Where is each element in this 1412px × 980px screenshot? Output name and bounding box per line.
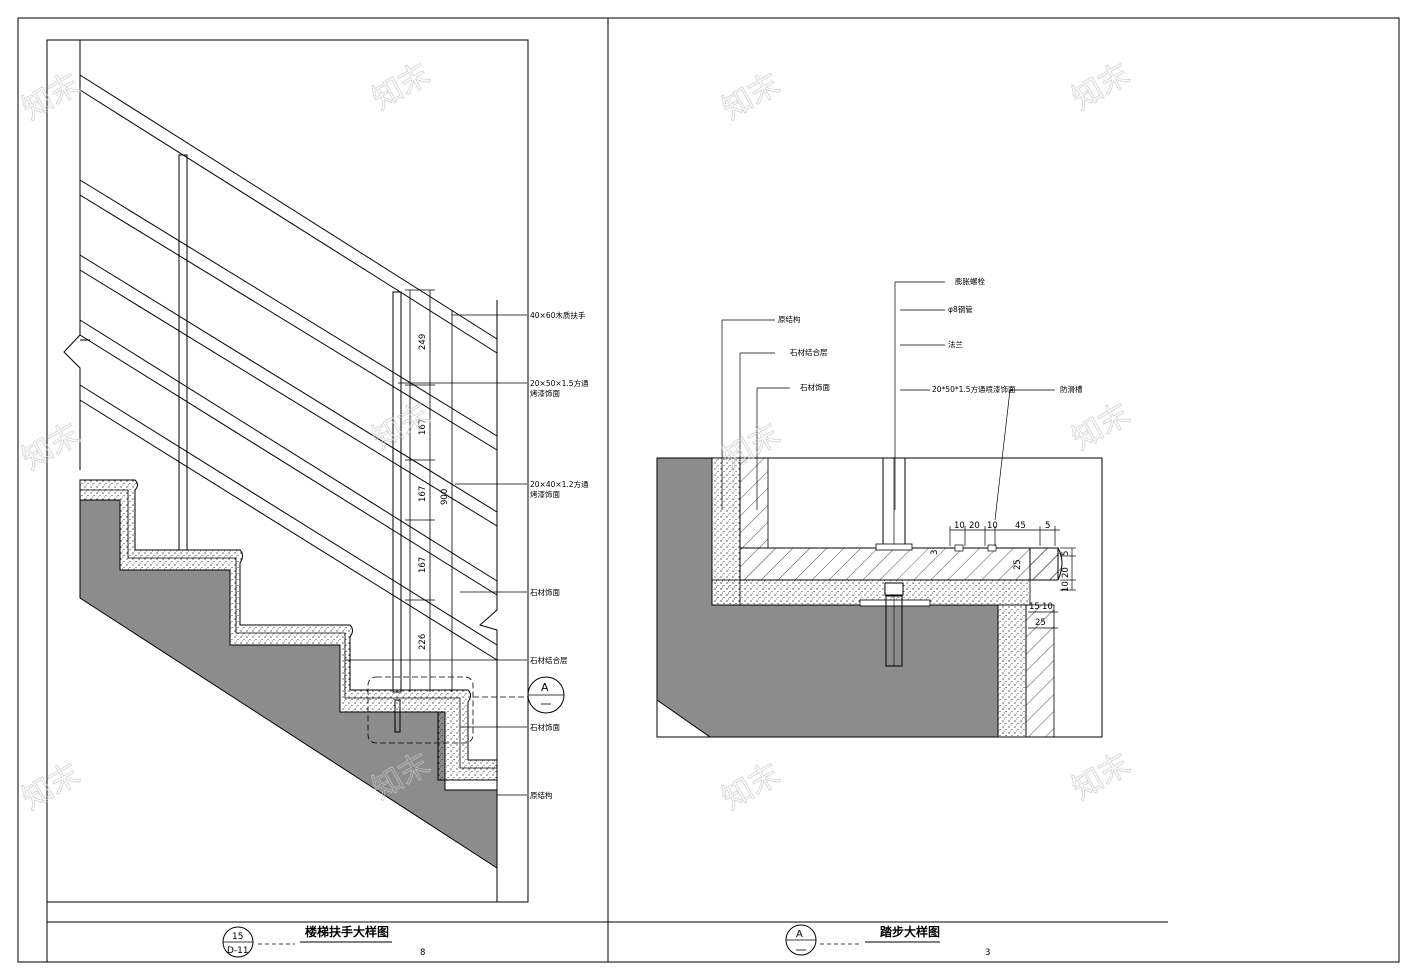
dim-top-10b: 10 — [987, 521, 998, 531]
outer-frame — [17, 17, 1400, 963]
scale-left: 8 — [420, 948, 425, 958]
watermark: 知末 — [1067, 57, 1136, 117]
dim-167c: 167 — [418, 557, 428, 573]
title-left: 楼梯扶手大样图 — [305, 924, 389, 939]
title-letter-right: A — [796, 929, 803, 940]
label-post-finish: 烤漆饰面 — [530, 388, 560, 398]
label-structure: 原结构 — [530, 790, 553, 800]
dim-top-10a: 10 — [954, 521, 965, 531]
stair-handrail-detail: A 249 167 167 167 226 900 — [46, 39, 589, 958]
dim-side-25: 25 — [1035, 618, 1046, 628]
dim-side-20: 20 — [1061, 567, 1071, 578]
dim-top-20: 20 — [969, 521, 980, 531]
tread-detail: 10 20 10 45 5 3 25 5 20 10 15 10 25 — [656, 276, 1103, 958]
dim-900: 900 — [440, 489, 450, 505]
callout-letter: A — [541, 681, 549, 694]
watermark: 知末 — [1067, 397, 1136, 457]
dim-side-10b: 10 — [1042, 602, 1053, 612]
label-pipe: φ8钢管 — [948, 304, 973, 314]
dim-167b: 167 — [418, 486, 428, 502]
label-antislip: 防滑槽 — [1060, 384, 1083, 394]
label-handrail: 40×60木质扶手 — [530, 310, 586, 320]
label-post: 20×50×1.5方通 — [530, 378, 589, 388]
label-stone-face: 石材饰面 — [530, 587, 560, 597]
label-flange: 法兰 — [948, 339, 963, 349]
watermark: 知末 — [1067, 747, 1136, 807]
dim-249: 249 — [418, 334, 428, 350]
watermark: 知末 — [17, 757, 86, 817]
dim-226: 226 — [418, 634, 428, 650]
label-original: 原结构 — [778, 314, 801, 324]
label-rail: 20×40×1.2方通 — [530, 479, 589, 489]
label-stone-face-r: 石材饰面 — [800, 382, 830, 392]
title-sheet: D-11 — [227, 946, 249, 956]
dim-side-5: 5 — [1061, 551, 1071, 556]
dim-side-10: 10 — [1061, 581, 1071, 592]
watermark: 知末 — [717, 67, 786, 127]
dim-167a: 167 — [418, 419, 428, 435]
dim-3: 3 — [930, 550, 940, 555]
scale-right: 3 — [985, 948, 990, 958]
dim-side-15: 15 — [1029, 602, 1040, 612]
dim-top-45: 45 — [1015, 521, 1026, 531]
dim-25-inner: 25 — [1013, 559, 1023, 570]
label-stone-base-r: 石材结合层 — [790, 347, 828, 357]
title-number: 15 — [232, 932, 243, 942]
watermark: 知末 — [367, 57, 436, 117]
label-stone-face2: 石材饰面 — [530, 722, 560, 732]
label-post-r: 20*50*1.5方通喷漆饰面 — [932, 384, 1016, 394]
label-stone-base: 石材结合层 — [530, 655, 568, 665]
title-right: 踏步大样图 — [880, 924, 940, 939]
dim-top-5: 5 — [1045, 521, 1050, 531]
watermark: 知末 — [17, 417, 86, 477]
watermark: 知末 — [17, 67, 86, 127]
label-bolt: 膨胀螺栓 — [955, 276, 985, 286]
watermark: 知末 — [717, 757, 786, 817]
label-rail-finish: 烤漆饰面 — [530, 489, 560, 499]
